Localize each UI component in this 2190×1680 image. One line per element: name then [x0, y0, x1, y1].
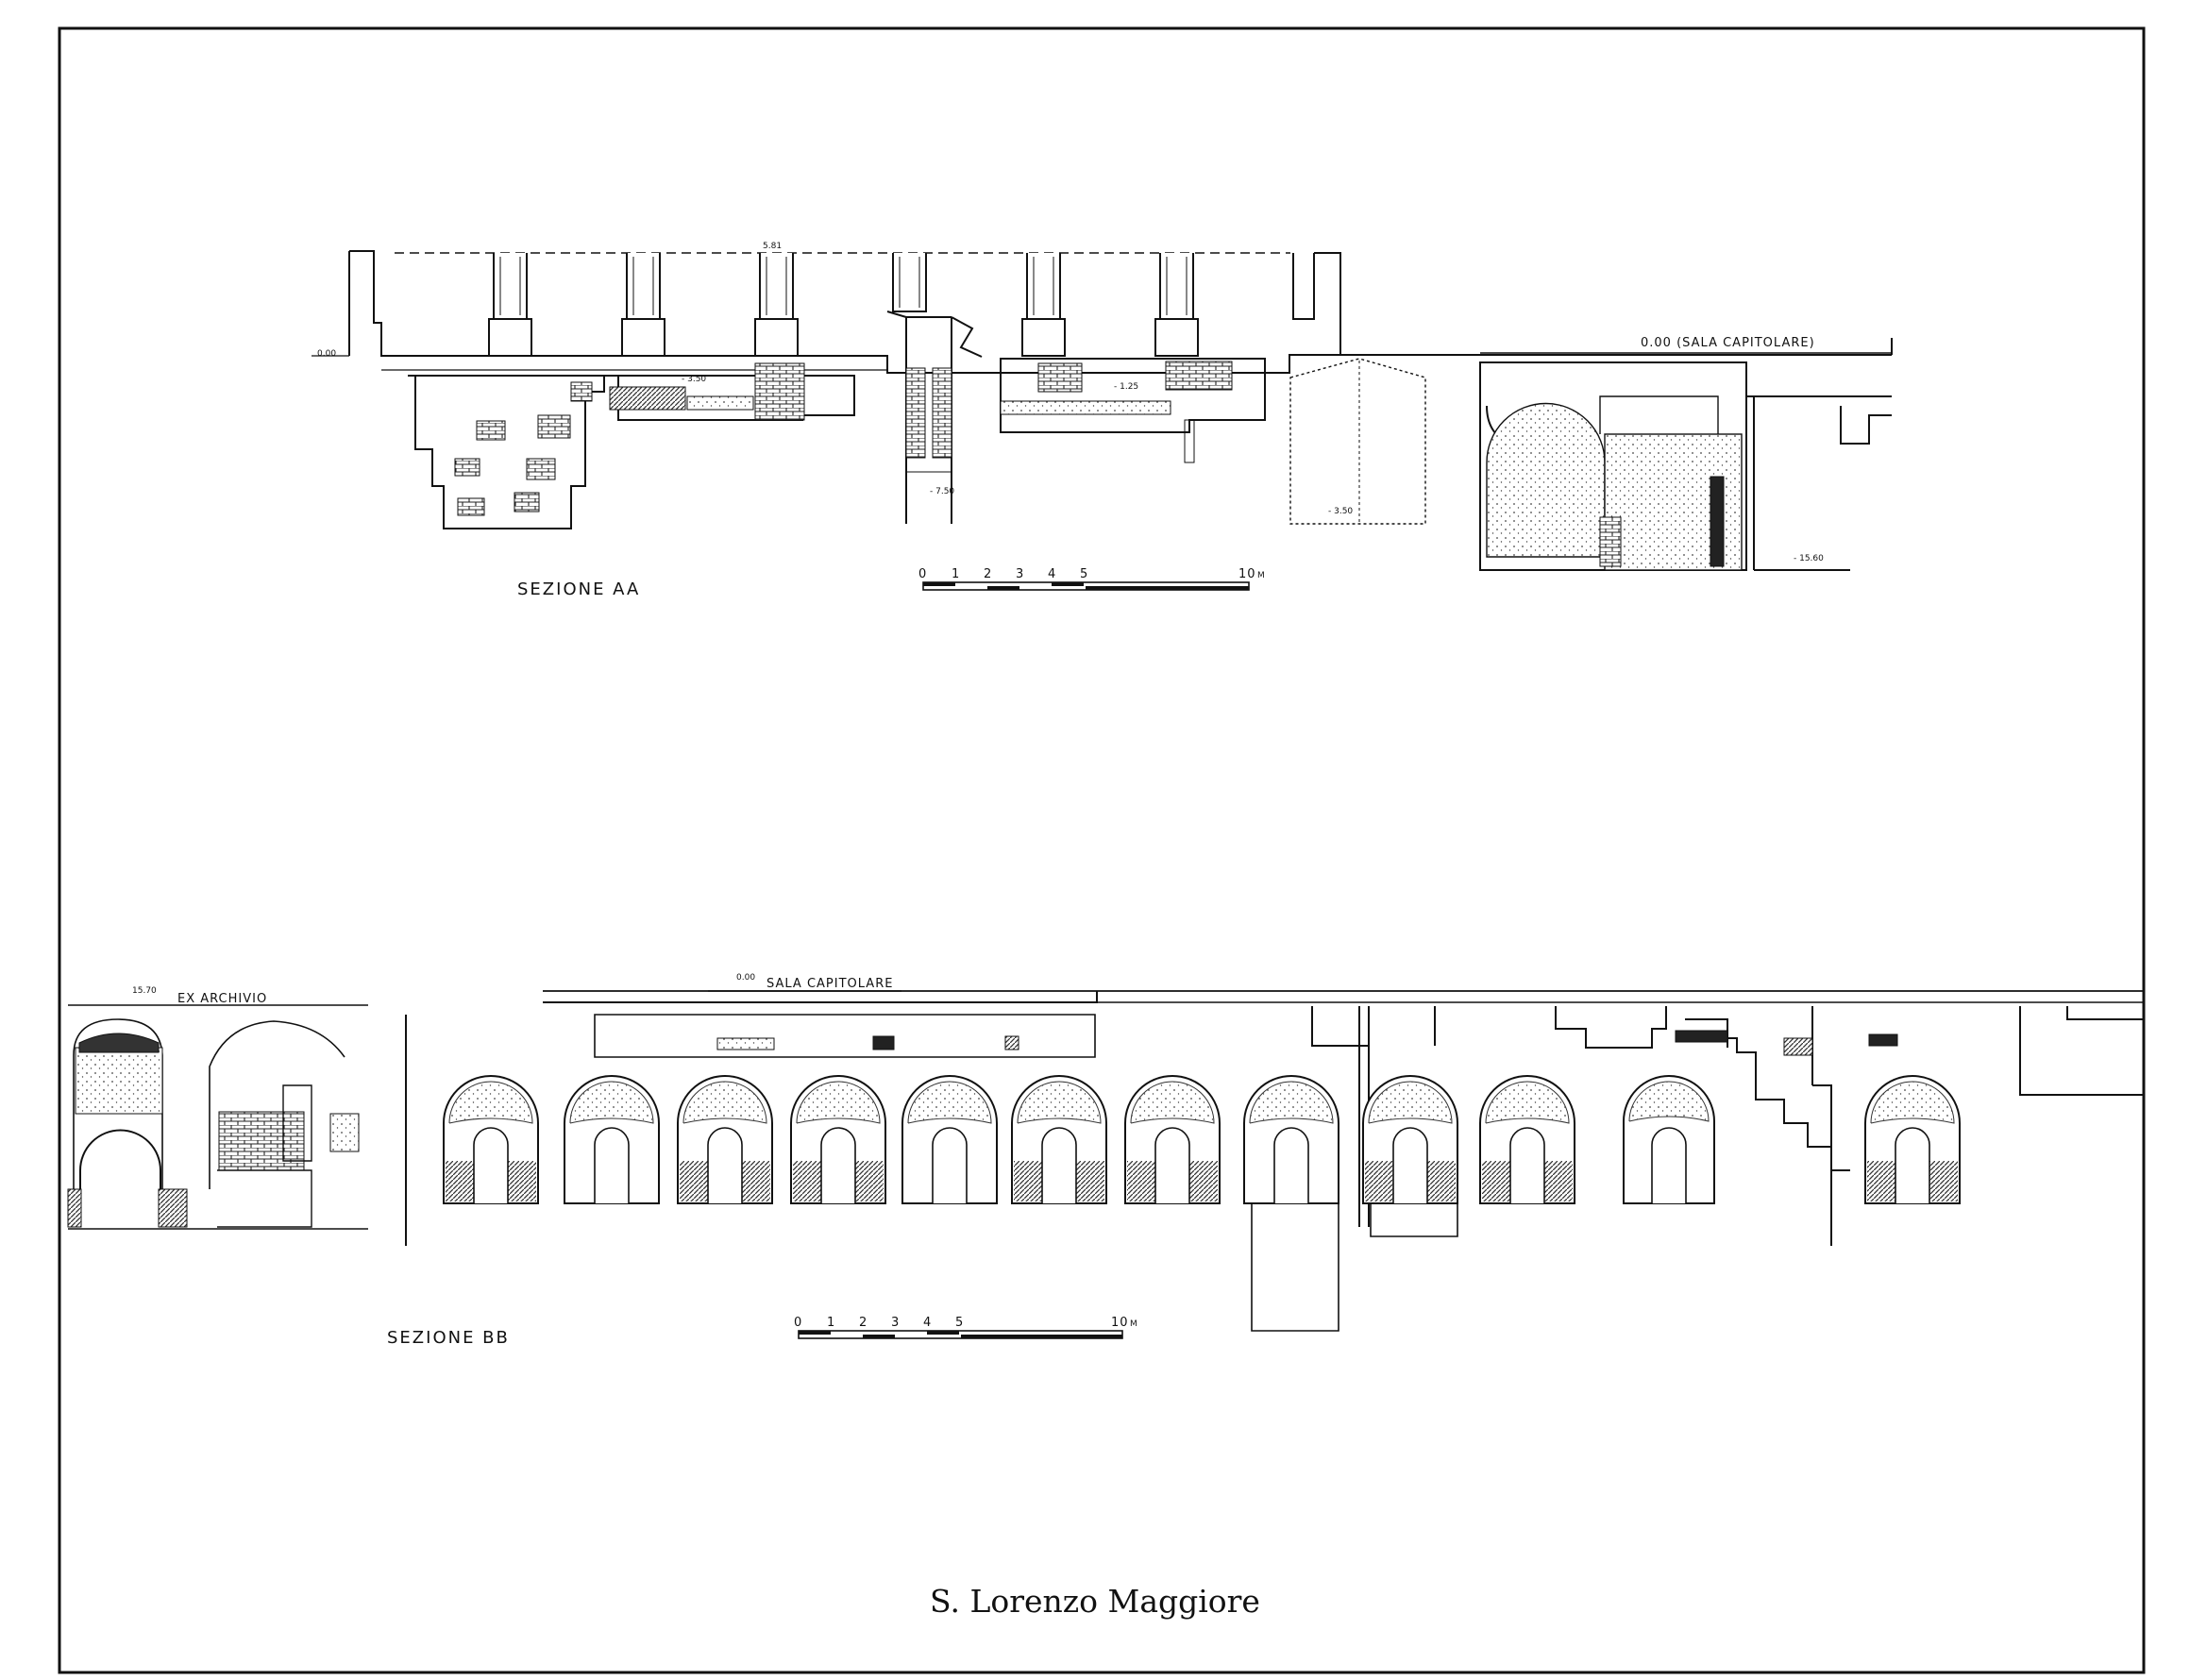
aa-elevation-label: - 15.60 — [1794, 554, 1824, 563]
scale-tick-label: 10 — [1111, 1316, 1129, 1330]
niche-extension — [1370, 1203, 1458, 1237]
vault-niche — [1362, 1075, 1458, 1204]
aa-elevation-label: - 3.50 — [682, 375, 706, 384]
vault-niche — [564, 1075, 660, 1204]
vault-niche — [790, 1075, 886, 1204]
vault-niche — [1479, 1075, 1575, 1204]
vault-niche — [1864, 1075, 1961, 1204]
scale-tick-label: 1 — [952, 567, 960, 581]
drawing-title: S. Lorenzo Maggiore — [930, 1583, 1260, 1620]
vault-niche — [443, 1075, 539, 1204]
section-aa-label: SEZIONE AA — [517, 580, 640, 599]
scale-tick-label: 2 — [984, 567, 992, 581]
niche-extension — [1251, 1203, 1339, 1332]
aa-elevation-label: - 3.50 — [1328, 507, 1353, 516]
bb-room-elevation: 0.00 — [736, 973, 755, 983]
aa-room-label: 0.00 (SALA CAPITOLARE) — [1641, 336, 1815, 350]
vault-niche — [1623, 1075, 1715, 1204]
vault-niche — [1124, 1075, 1221, 1204]
section-aa-drawing — [312, 250, 1893, 571]
vault-niche — [901, 1075, 998, 1204]
scale-tick-label: 3 — [891, 1316, 900, 1330]
scale-tick-label: 4 — [1048, 567, 1056, 581]
scale-tick-label: 0 — [794, 1316, 802, 1330]
section-bb-label: SEZIONE BB — [387, 1328, 510, 1348]
aa-elevation-label: - 1.25 — [1114, 382, 1138, 392]
vault-niche — [1243, 1075, 1339, 1204]
section-bb-drawing — [67, 990, 2144, 1246]
scale-tick-label: 0 — [918, 567, 927, 581]
sheet-frame — [58, 26, 2146, 1674]
scale-tick-label: 1 — [827, 1316, 835, 1330]
aa-elevation-label: 0.00 — [317, 349, 336, 359]
vault-niche — [1011, 1075, 1107, 1204]
scale-unit-label: M — [1257, 571, 1265, 580]
bb-archive-elevation: 15.70 — [132, 986, 157, 996]
aa-elevation-label: - 7.50 — [930, 487, 954, 496]
bb-room-label: SALA CAPITOLARE — [766, 977, 893, 991]
bb-archive-label: EX ARCHIVIO — [177, 992, 267, 1006]
scale-tick-label: 4 — [923, 1316, 932, 1330]
scale-tick-label: 2 — [859, 1316, 868, 1330]
scale-tick-label: 3 — [1016, 567, 1024, 581]
aa-elevation-label: 5.81 — [763, 242, 782, 251]
scale-unit-label: M — [1130, 1319, 1137, 1329]
aa-columns — [488, 253, 1315, 357]
scale-tick-label: 10 — [1238, 567, 1256, 581]
vault-niche — [677, 1075, 773, 1204]
bb-arch-row — [443, 1075, 1961, 1332]
aa-scale-bar: 0 1 2 3 4 5 10 M — [918, 567, 1265, 591]
scale-tick-label: 5 — [1080, 567, 1088, 581]
scale-tick-label: 5 — [955, 1316, 964, 1330]
bb-scale-bar: 0 1 2 3 4 5 10 M — [794, 1316, 1137, 1339]
